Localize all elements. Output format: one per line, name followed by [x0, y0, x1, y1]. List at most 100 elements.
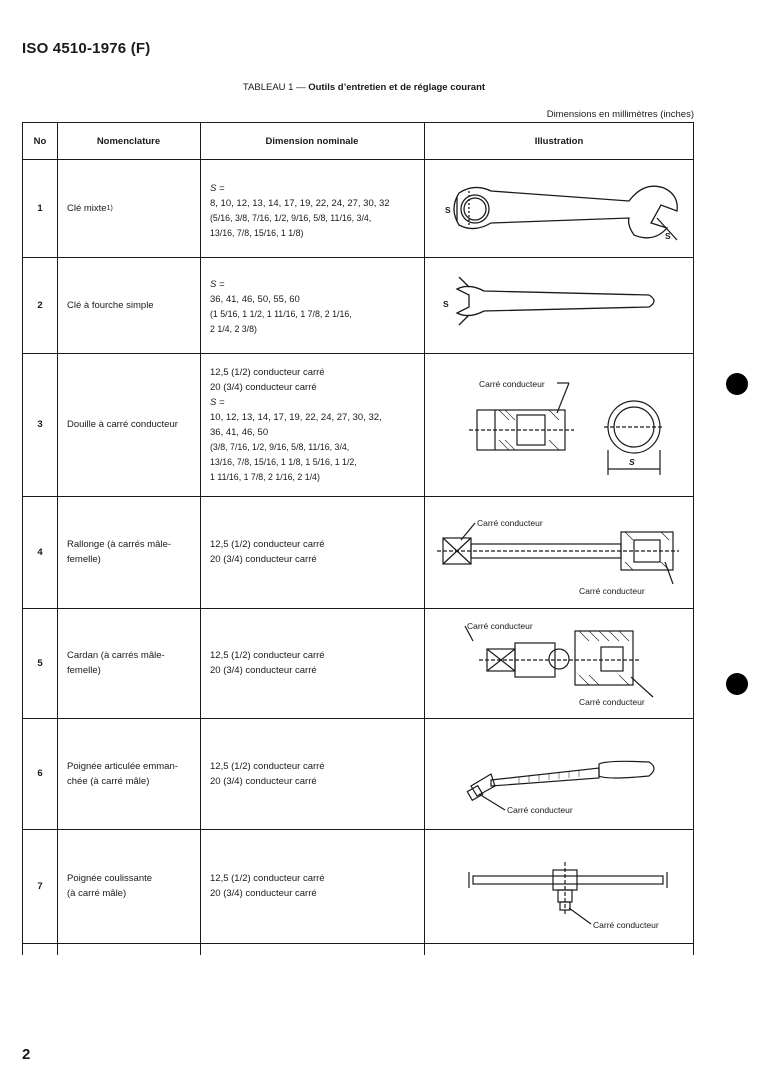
header-no: No: [33, 135, 47, 147]
dimension-line: 10, 12, 13, 14, 17, 19, 22, 24, 27, 30, …: [210, 411, 382, 423]
dimension-line: 20 (3/4) conducteur carré: [210, 888, 317, 899]
dimension-line: S =: [210, 183, 225, 194]
nomenclature-line: chée (à carré mâle): [67, 775, 150, 787]
row-divider: [23, 257, 693, 258]
illustration-label: Carré conducteur: [467, 621, 533, 631]
dimension-cell: 12,5 (1/2) conducteur carré 20 (3/4) con…: [200, 718, 424, 829]
illustration-label: S: [629, 457, 635, 467]
dimension-line: 12,5 (1/2) conducteur carré: [210, 760, 325, 772]
nomenclature-line: Clé à fourche simple: [67, 299, 154, 311]
nomenclature-cell: Douille à carré conducteur: [57, 353, 200, 496]
nomenclature-line: femelle): [67, 554, 101, 565]
dimension-line: 20 (3/4) conducteur carré: [210, 381, 317, 393]
dimension-line: 8, 10, 12, 13, 14, 17, 19, 22, 24, 27, 3…: [210, 198, 390, 209]
nomenclature-line: femelle): [67, 665, 101, 676]
dimension-line: 20 (3/4) conducteur carré: [210, 554, 317, 565]
nomenclature-line: Poignée articulée emman-: [67, 760, 178, 772]
dimension-line: 12,5 (1/2) conducteur carré: [210, 873, 325, 884]
dimension-line: 12,5 (1/2) conducteur carré: [210, 539, 325, 550]
column-divider: [57, 123, 58, 955]
nomenclature-line: (à carré mâle): [67, 888, 127, 899]
dimension-cell: 12,5 (1/2) conducteur carré 20 (3/4) con…: [200, 496, 424, 608]
illustration-label: S: [665, 231, 671, 241]
header-dimension: Dimension nominale: [265, 135, 359, 147]
illustration-label: S: [443, 299, 449, 309]
illustration-cell: Carré conducteur Carré conducteur: [424, 608, 694, 718]
socket-icon: Carré conducteur S: [469, 379, 664, 475]
nomenclature-line: Clé mixte: [67, 202, 107, 214]
illustration-label: S: [445, 205, 451, 215]
header-illustration: Illustration: [534, 135, 584, 147]
dimension-line: 36, 41, 46, 50, 55, 60: [210, 294, 300, 305]
extension-bar-icon: Carré conducteur Carré conducteur: [437, 518, 679, 596]
table-title: TABLEAU 1 — Outils d’entretien et de rég…: [0, 82, 768, 93]
page-number: 2: [22, 1046, 31, 1063]
column-divider: [424, 123, 425, 955]
dimension-cell: S = 36, 41, 46, 50, 55, 60 (1 5/16, 1 1/…: [200, 257, 414, 353]
dimension-cell: S = 8, 10, 12, 13, 14, 17, 19, 22, 24, 2…: [200, 159, 414, 257]
row-number: 1: [37, 202, 43, 214]
header-nomenclature: Nomenclature: [96, 135, 161, 147]
nomenclature-line: Cardan (à carrés mâle-: [67, 650, 165, 661]
punch-hole: [726, 373, 748, 395]
nomenclature-cell: Poignée coulissante (à carré mâle): [57, 829, 200, 943]
dimension-line: 13/16, 7/8, 15/16, 1 1/8): [210, 228, 304, 238]
row-divider: [23, 353, 693, 354]
illustration-label: Carré conducteur: [479, 379, 545, 389]
nomenclature-cell: Poignée articulée emman- chée (à carré m…: [57, 718, 200, 829]
sliding-t-handle-icon: Carré conducteur: [468, 862, 668, 930]
dimension-cell: 12,5 (1/2) conducteur carré 20 (3/4) con…: [200, 608, 424, 718]
hinged-handle-icon: Carré conducteur: [466, 760, 655, 815]
nomenclature-line: Poignée coulissante: [67, 873, 153, 884]
row-number: 4: [37, 546, 43, 558]
dimension-cell: 12,5 (1/2) conducteur carré 20 (3/4) con…: [200, 829, 424, 943]
nomenclature-cell: Cardan (à carrés mâle- femelle): [57, 608, 200, 718]
column-divider: [200, 123, 201, 955]
row-divider: [23, 718, 693, 719]
row-divider: [23, 608, 693, 609]
nomenclature-line: Rallonge (à carrés mâle-: [67, 539, 172, 550]
dimension-cell: 12,5 (1/2) conducteur carré 20 (3/4) con…: [200, 353, 424, 496]
dimension-line: 20 (3/4) conducteur carré: [210, 775, 317, 787]
illustration-label: Carré conducteur: [593, 920, 659, 930]
dimension-line: (5/16, 3/8, 7/16, 1/2, 9/16, 5/8, 11/16,…: [210, 213, 372, 223]
row-number: 7: [37, 880, 43, 892]
illustration-label: Carré conducteur: [579, 586, 645, 596]
nomenclature-cell: Clé à fourche simple: [57, 257, 200, 353]
illustration-label: Carré conducteur: [477, 518, 543, 528]
dimension-line: 36, 41, 46, 50: [210, 426, 269, 438]
row-number: 2: [37, 299, 43, 311]
dimension-line: (1 5/16, 1 1/2, 1 11/16, 1 7/8, 2 1/16,: [210, 309, 352, 319]
row-number: 3: [37, 419, 43, 430]
illustration-cell: Carré conducteur Carré conducteur: [424, 496, 694, 608]
row-number: 5: [37, 657, 43, 669]
dimension-line: (3/8, 7/16, 1/2, 9/16, 5/8, 11/16, 3/4,: [210, 441, 350, 452]
row-divider: [23, 943, 693, 944]
dimension-line: 20 (3/4) conducteur carré: [210, 665, 317, 676]
dimension-line: S =: [210, 279, 225, 290]
dimension-line: 12,5 (1/2) conducteur carré: [210, 650, 325, 661]
dimension-line: 1 11/16, 1 7/8, 2 1/16, 2 1/4): [210, 471, 320, 482]
tools-table: No Nomenclature Dimension nominale Illus…: [22, 122, 694, 955]
illustration-cell: Carré conducteur: [424, 829, 694, 943]
nomenclature-line: Douille à carré conducteur: [67, 419, 178, 430]
units-note: Dimensions en millimètres (inches): [546, 109, 694, 120]
illustration-cell: S S: [424, 159, 694, 257]
illustration-cell: Carré conducteur S: [424, 353, 694, 496]
dimension-line: S =: [210, 396, 225, 408]
illustration-label: Carré conducteur: [507, 805, 573, 815]
illustration-cell: Carré conducteur: [424, 718, 694, 829]
illustration-cell: S: [424, 257, 694, 353]
table-title-text: Outils d’entretien et de réglage courant: [308, 82, 486, 93]
row-divider: [23, 496, 693, 497]
illustration-label: Carré conducteur: [579, 697, 645, 707]
dimension-line: 12,5 (1/2) conducteur carré: [210, 366, 325, 378]
row-divider: [23, 159, 693, 160]
nomenclature-cell: Rallonge (à carrés mâle- femelle): [57, 496, 200, 608]
dimension-line: 13/16, 7/8, 15/16, 1 1/8, 1 5/16, 1 1/2,: [210, 456, 357, 467]
standard-id: ISO 4510-1976 (F): [22, 40, 151, 57]
punch-hole: [726, 673, 748, 695]
table-title-prefix: TABLEAU 1 —: [242, 82, 306, 93]
row-number: 6: [37, 768, 43, 779]
